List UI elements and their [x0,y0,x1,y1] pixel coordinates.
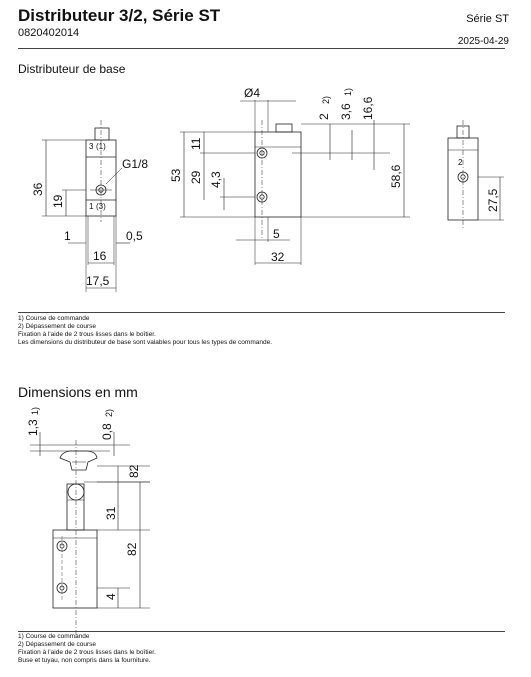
part-number: 0820402014 [18,27,80,39]
dim-31: 31 [104,506,118,520]
footnote-ref-1: 1) [343,88,353,96]
notes-divider-2 [18,631,505,632]
footnote-ref-2: 2) [321,96,331,104]
section-heading-dimensions: Dimensions en mm [18,384,138,400]
note-line: 2) Dépassement de course [18,641,97,648]
dim-11: 11 [189,137,203,150]
note-line: Buse et tuyau, non compris dans la fourn… [18,657,151,664]
port-label-1-alt: (1) [96,142,106,151]
port-label-3: 3 [89,142,94,151]
note-line: 1) Course de commande [18,315,90,322]
dim-29: 29 [189,170,203,184]
dim-2: 2 [317,113,331,120]
dim-27-5: 27,5 [486,188,500,212]
dim-4: 4 [104,593,118,600]
footnote-ref-2: 2) [104,409,114,417]
dim-53: 53 [169,168,183,182]
dim-19: 19 [51,194,65,208]
dim-82-upper: 82 [127,464,141,478]
dim-36: 36 [31,182,45,196]
dim-16: 16 [93,249,107,263]
dim-1-3: 1,3 [26,419,40,436]
dim-diameter-4: Ø4 [244,86,260,100]
dim-4-3: 4,3 [209,171,223,188]
actuator-view [30,432,150,640]
series-label: Série ST [466,13,509,25]
note-line: Fixation à l'aide de 2 trous lisses dans… [18,331,156,338]
thread-label: G1/8 [122,157,148,171]
port-label-1: 1 [89,202,94,211]
section-heading-base-valve: Distributeur de base [18,62,126,76]
front-view [42,120,130,292]
note-line: Fixation à l'aide de 2 trous lisses dans… [18,649,156,656]
dim-0-5: 0,5 [126,229,143,243]
port-label-2: 2 [458,158,463,167]
notes-divider-1 [18,312,505,313]
dim-32: 32 [271,250,285,264]
notes-base-valve: 1) Course de commande 2) Dépassement de … [18,315,272,347]
notes-dimensions: 1) Course de commande 2) Dépassement de … [18,633,156,665]
side-view [180,100,410,265]
page-title: Distributeur 3/2, Série ST [18,6,221,25]
base-valve-drawing: 3 (1) 1 (3) G1/8 36 19 1 0,5 16 17,5 [31,86,504,292]
dim-1: 1 [64,229,71,243]
note-line: 2) Dépassement de course [18,323,97,330]
port-label-3-alt: (3) [96,202,106,211]
right-view [447,120,504,228]
footnote-ref-1: 1) [30,407,40,415]
dim-5: 5 [273,227,280,241]
dim-3-6: 3,6 [339,103,353,120]
note-line: 1) Course de commande [18,633,90,640]
dim-16-6: 16,6 [361,96,375,120]
note-line: Les dimensions du distributeur de base s… [18,339,273,346]
header-divider [18,48,505,49]
dim-82-lower: 82 [125,542,139,556]
document-date: 2025-04-29 [457,36,509,47]
dim-17-5: 17,5 [86,274,110,288]
dim-0-8: 0,8 [100,423,114,440]
dim-58-6: 58,6 [389,164,403,188]
